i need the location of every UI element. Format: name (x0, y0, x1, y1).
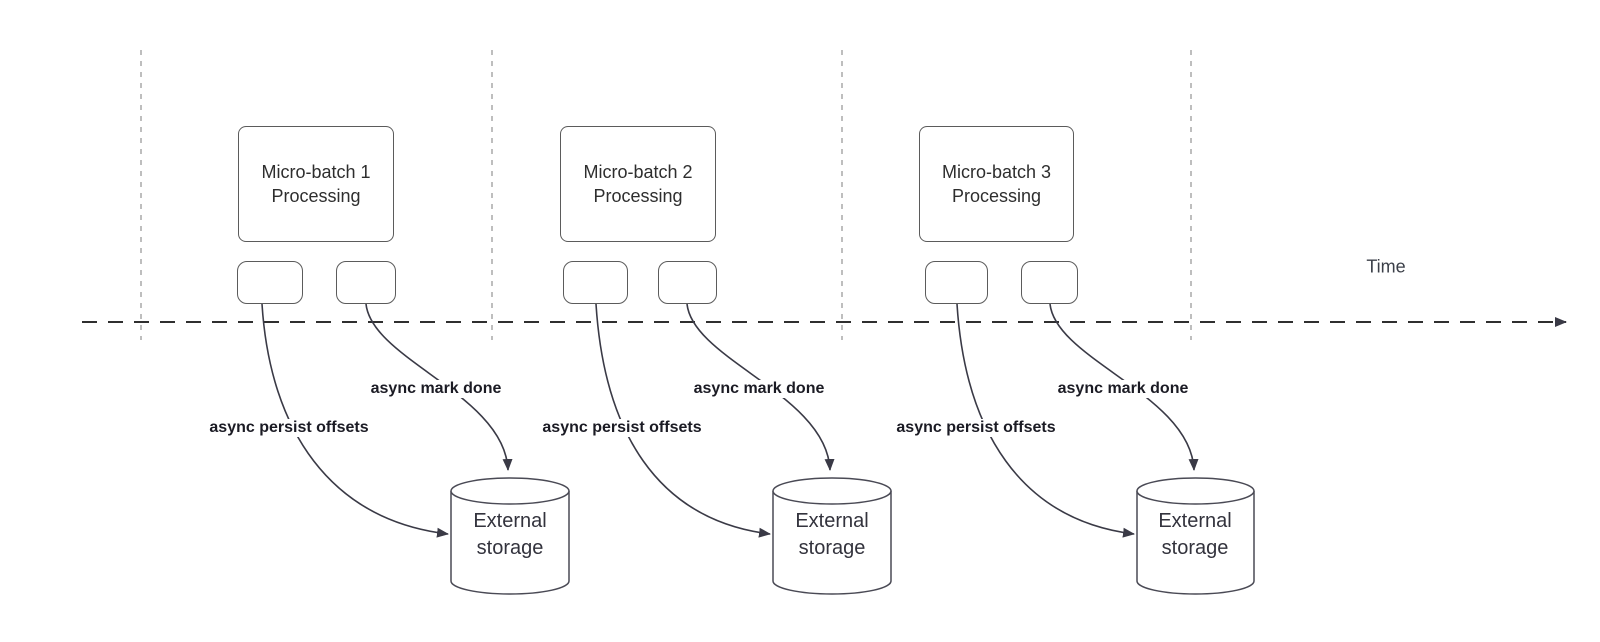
mark-done-arrow-3 (1049, 303, 1199, 471)
mark-done-arrow-2 (686, 303, 835, 471)
storage-label-2: External storage (795, 510, 869, 559)
persist-offsets-arrow-2 (595, 303, 771, 538)
micro-batch-box-3: Micro-batch 3 Processing (919, 126, 1074, 242)
persist-offsets-arrow-3 (956, 303, 1135, 538)
mark-done-task-box-2 (658, 261, 717, 304)
mark-done-label-2: async mark done (690, 380, 828, 398)
storage-cylinder-3 (1136, 477, 1255, 595)
mark-done-task-box-3 (1021, 261, 1078, 304)
storage-cylinder-2 (772, 477, 892, 595)
persist-task-box-3 (925, 261, 988, 304)
persist-task-box-2 (563, 261, 628, 304)
time-axis-label: Time (1366, 256, 1406, 277)
persist-task-box-1 (237, 261, 303, 304)
mark-done-task-box-1 (336, 261, 396, 304)
persist-offsets-label-3: async persist offsets (893, 419, 1059, 437)
persist-offsets-arrow-1 (261, 303, 449, 538)
micro-batch-box-2: Micro-batch 2 Processing (560, 126, 716, 242)
storage-label-3: External storage (1158, 510, 1232, 559)
micro-batch-box-1: Micro-batch 1 Processing (238, 126, 394, 242)
mark-done-label-1: async mark done (367, 380, 505, 398)
storage-cylinder-1 (450, 477, 570, 595)
persist-offsets-label-2: async persist offsets (539, 419, 705, 437)
mark-done-label-3: async mark done (1054, 380, 1192, 398)
persist-offsets-label-1: async persist offsets (206, 419, 372, 437)
mark-done-arrow-1 (365, 303, 513, 471)
storage-label-1: External storage (473, 510, 547, 559)
